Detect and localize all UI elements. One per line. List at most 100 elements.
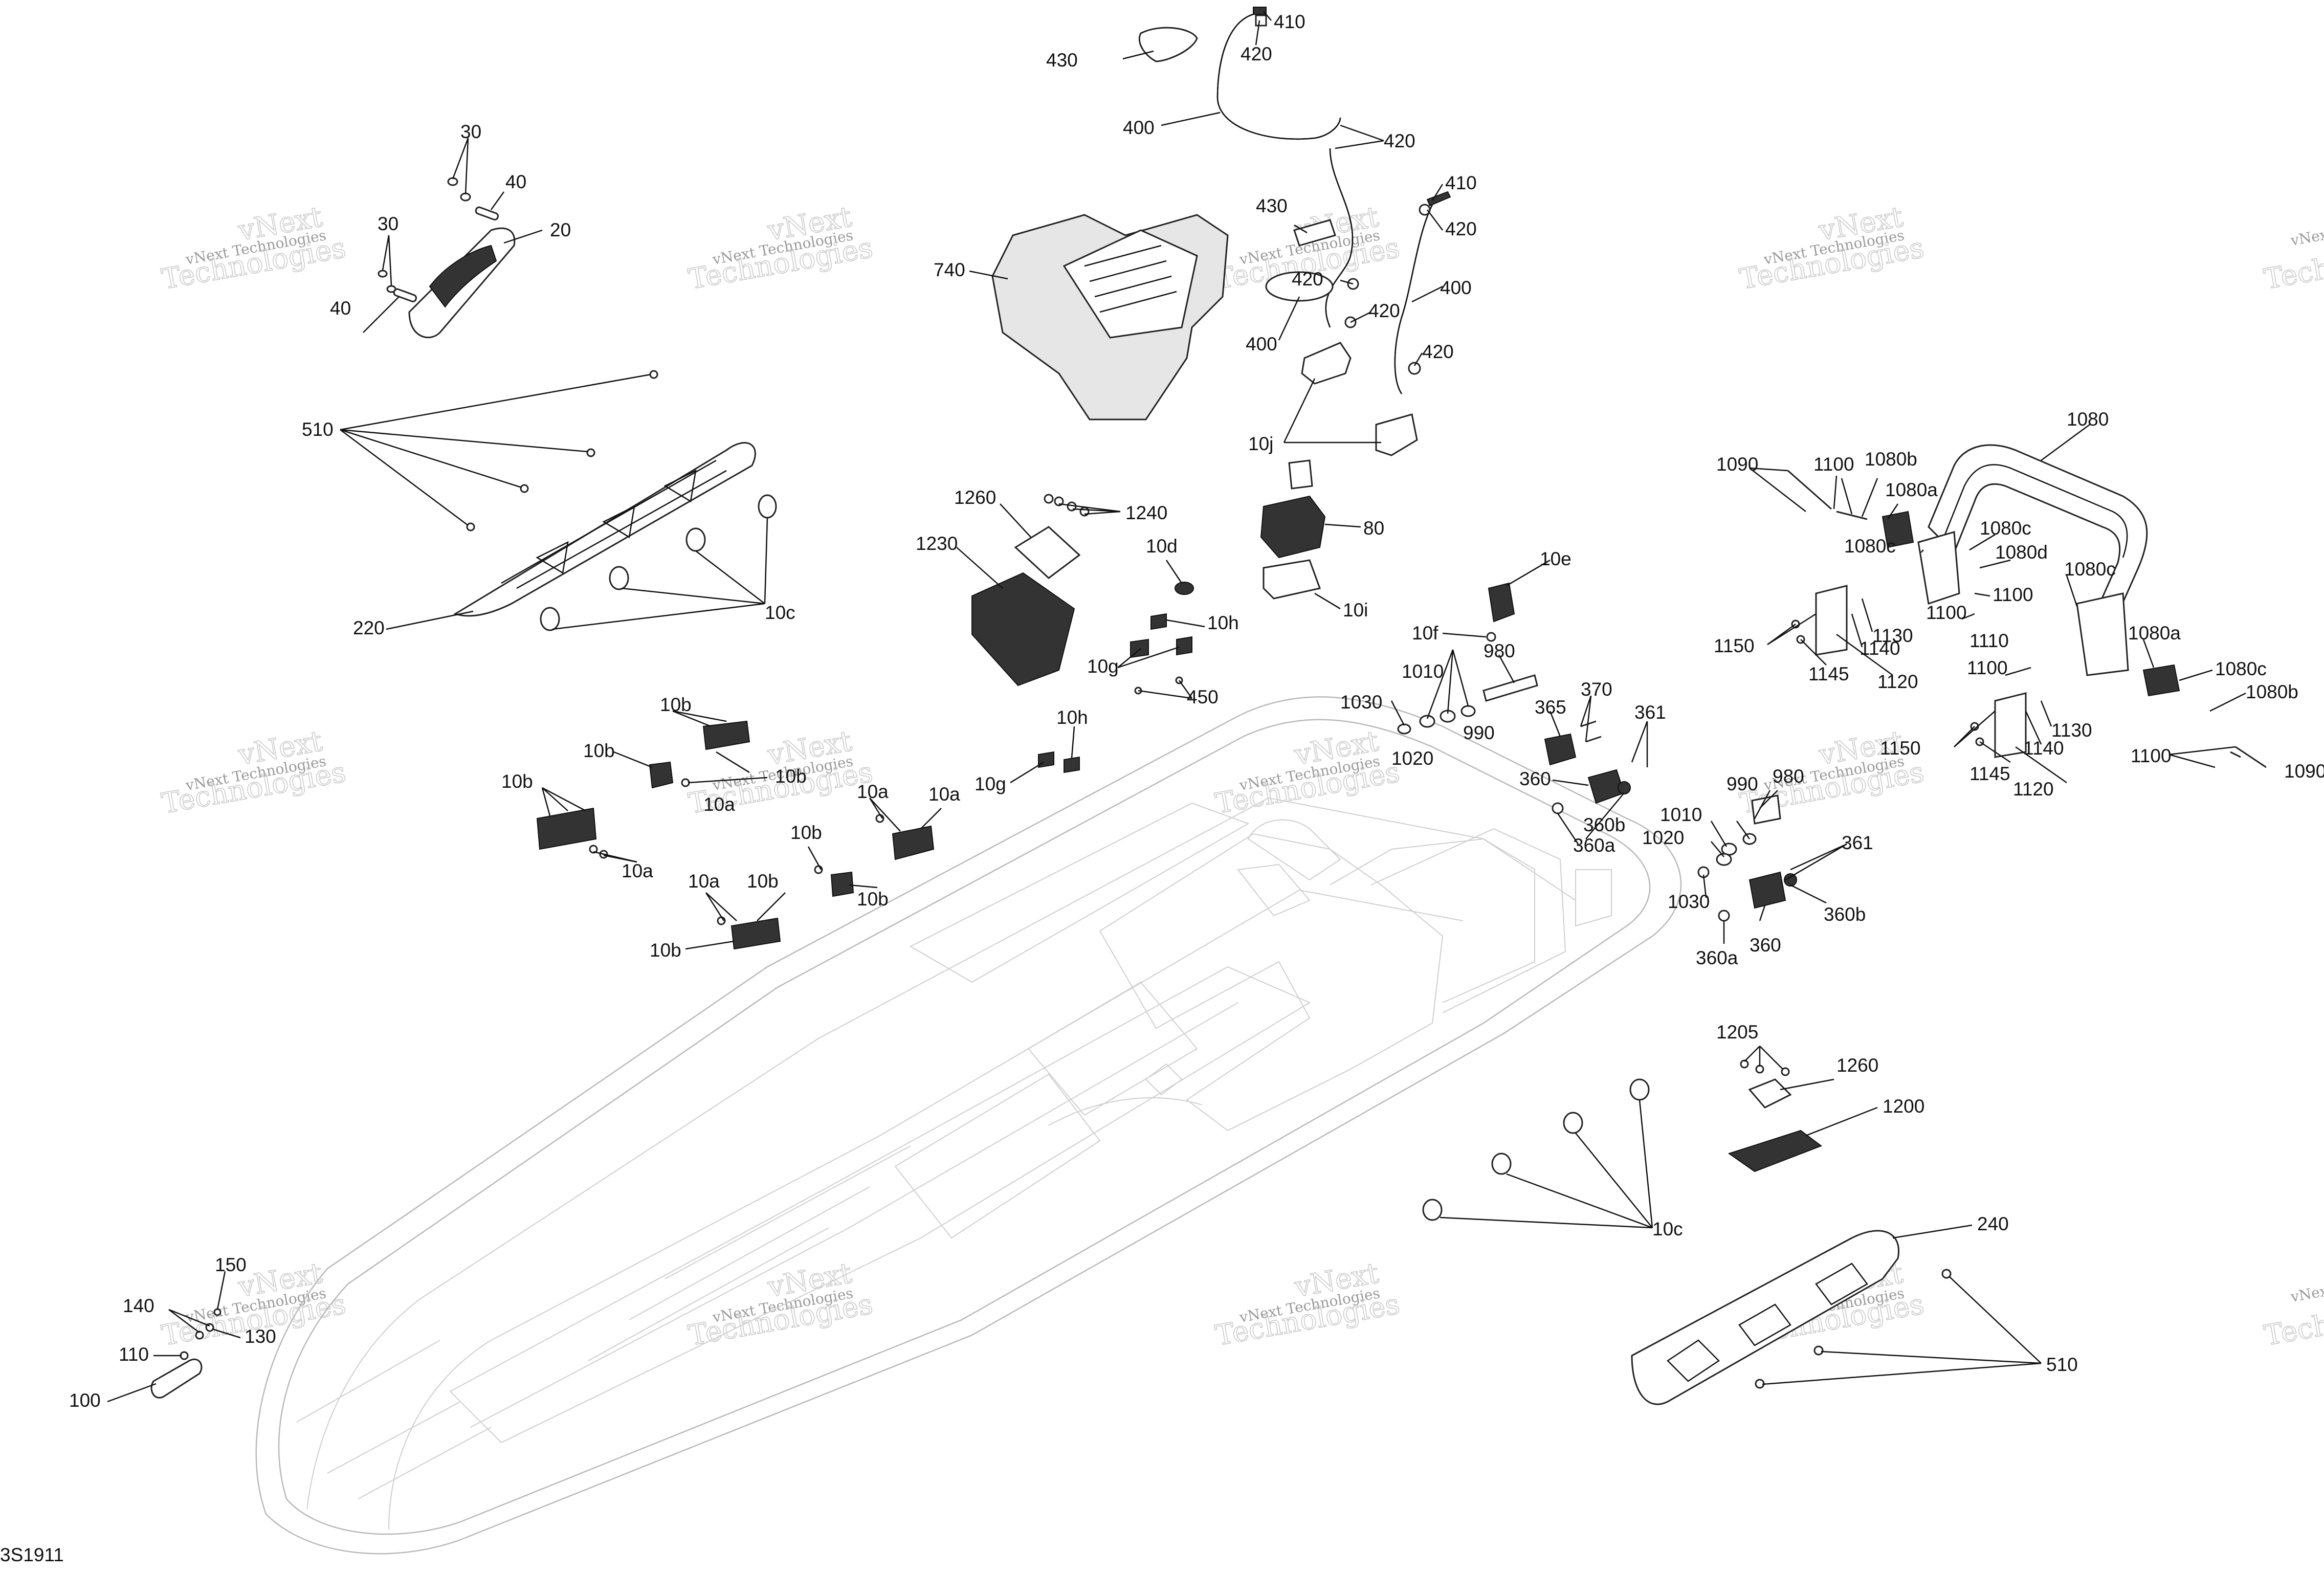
nut-990-a xyxy=(1460,705,1476,717)
watermark: vNext Technologies xyxy=(2289,1264,2324,1305)
rail-220-group xyxy=(453,370,777,631)
callout-label: 1120 xyxy=(1877,671,1918,692)
bow-eye-100 xyxy=(150,1359,203,1399)
clip-10b-1 xyxy=(702,720,750,750)
watermark: vNext Technologies xyxy=(2289,208,2324,249)
callout-label: 510 xyxy=(2046,1354,2078,1375)
callout-label: 1260 xyxy=(1836,1055,1878,1076)
callout-label: 30 xyxy=(378,213,399,234)
clip-10g-c xyxy=(1038,751,1054,768)
callout-label: 10b xyxy=(501,771,533,792)
callout-label: 1020 xyxy=(1642,827,1684,848)
bolt-1100-a xyxy=(1836,511,1868,520)
nut-360b-a xyxy=(1618,781,1631,794)
plug-10c-e xyxy=(1629,1078,1650,1101)
screw-1240-a xyxy=(1054,496,1064,506)
screw-30b xyxy=(460,192,471,202)
callout-label: 1090 xyxy=(2284,761,2324,782)
footrest-240-group xyxy=(1422,1059,1952,1405)
callout-label: 10a xyxy=(928,784,960,805)
callout-label: 1205 xyxy=(1716,1022,1758,1043)
washer-140 xyxy=(195,1331,204,1340)
callout-label: 980 xyxy=(1773,766,1804,787)
plug-10c-a xyxy=(758,494,777,519)
nut-110 xyxy=(180,1351,189,1360)
callout-label: 1080a xyxy=(2128,623,2181,644)
callout-label: 1260 xyxy=(954,487,996,508)
callout-label: 1100 xyxy=(1993,584,2033,605)
clip-10b-3 xyxy=(536,807,597,850)
callout-label: 10b xyxy=(583,740,615,761)
callout-label: 1030 xyxy=(1340,692,1382,713)
washer-360a-a xyxy=(1552,802,1564,814)
callout-label: 360b xyxy=(1583,814,1625,835)
callout-label: 10j xyxy=(1248,433,1273,454)
callout-label: 360a xyxy=(1573,835,1615,856)
clip-10h-b xyxy=(1064,756,1080,773)
plate-1200 xyxy=(1728,1130,1823,1172)
callout-label: 10a xyxy=(857,781,889,802)
callout-label: 80 xyxy=(1363,518,1384,539)
callout-label: 1020 xyxy=(1391,748,1433,769)
callout-label: 430 xyxy=(1256,195,1288,216)
plate-1120-a xyxy=(1815,585,1848,656)
callout-label: 365 xyxy=(1535,697,1566,718)
plug-10c-c xyxy=(609,566,629,590)
callout-label: 10b xyxy=(790,822,822,843)
callout-label: 1230 xyxy=(916,533,958,554)
callout-label: 10b xyxy=(775,766,807,787)
callout-label: 400 xyxy=(1440,277,1472,298)
clip-10b-4 xyxy=(892,825,935,860)
callout-label: 1130 xyxy=(1872,625,1913,646)
callout-label: 10c xyxy=(765,602,795,623)
clip-10g-b xyxy=(1176,636,1192,656)
cover-1230 xyxy=(971,572,1075,687)
callout-label: 360 xyxy=(1750,935,1781,956)
callout-label: 420 xyxy=(1292,269,1323,290)
callout-label: 1080c xyxy=(1980,518,2031,539)
callout-label: 1145 xyxy=(1808,663,1849,684)
washer-1010-a xyxy=(1419,715,1435,728)
callout-label: 430 xyxy=(1046,50,1078,71)
callout-label: 1030 xyxy=(1668,891,1710,912)
callout-label: 140 xyxy=(123,1295,154,1316)
screw-1205-a xyxy=(1740,1059,1749,1069)
callout-label: 150 xyxy=(215,1254,247,1275)
cap-365 xyxy=(1544,733,1577,766)
callout-label: 1010 xyxy=(1402,661,1444,682)
callout-label: 420 xyxy=(1384,130,1415,151)
callout-label: 1080c xyxy=(2064,559,2116,580)
screw-1205-c xyxy=(1781,1067,1790,1076)
grab-bar-1080 xyxy=(1928,444,2148,615)
callout-label: 990 xyxy=(1727,773,1758,794)
callout-label: 10h xyxy=(1056,707,1088,728)
washer-1030-a xyxy=(1397,723,1411,735)
callout-label: 1145 xyxy=(1969,763,2010,784)
screw-370-a xyxy=(1580,720,1602,743)
clip-10a-2 xyxy=(589,845,598,854)
clamp-430-top xyxy=(1138,27,1198,62)
callout-label: 1100 xyxy=(2131,745,2172,766)
bolt-1090-a xyxy=(1787,470,1832,510)
rail-220 xyxy=(453,442,756,617)
eye-980-b xyxy=(1751,794,1781,825)
callout-label: 10b xyxy=(857,889,889,910)
callout-label: 400 xyxy=(1123,117,1155,138)
callout-label: 1200 xyxy=(1883,1096,1924,1117)
callout-label: 990 xyxy=(1463,722,1495,743)
clip-10h-a xyxy=(1150,613,1167,630)
callout-label: 361 xyxy=(1634,702,1666,723)
clip-10a-1 xyxy=(681,778,690,787)
callout-label: 40 xyxy=(330,298,351,319)
screw-30c xyxy=(378,270,388,278)
clip-10b-2 xyxy=(649,761,674,789)
callout-label: 1080d xyxy=(1995,542,2048,563)
handle-group-20 xyxy=(378,177,516,338)
callout-labels: 430 410 420 400 420 430 410 420 420 400 … xyxy=(69,11,2324,1411)
plate-1120-b xyxy=(1994,692,2027,758)
handle-grip xyxy=(429,245,497,308)
callout-label: 30 xyxy=(460,121,481,142)
nut-360b-b xyxy=(1784,873,1797,887)
callout-label: 980 xyxy=(1484,640,1515,661)
callout-label: 1110 xyxy=(1969,630,2009,651)
